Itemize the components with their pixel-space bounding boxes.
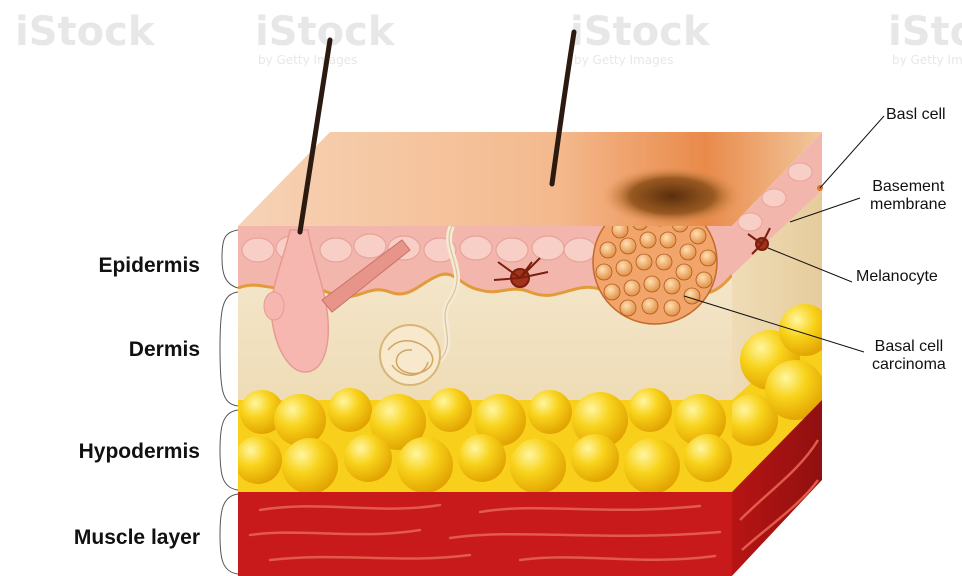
label-hypodermis: Hypodermis: [0, 440, 200, 464]
label-epidermis: Epidermis: [0, 254, 200, 278]
callout-bcc-line2: carcinoma: [872, 356, 946, 373]
callout-basement-membrane: Basement membrane: [870, 178, 946, 214]
callout-basal-cell: Basl cell: [886, 106, 946, 124]
callout-melanocyte: Melanocyte: [856, 268, 938, 286]
layer-brackets: [220, 230, 238, 574]
watermark-text: iStock: [570, 9, 711, 55]
callout-basal-cell-carcinoma: Basal cell carcinoma: [872, 338, 946, 374]
callout-basement-line2: membrane: [870, 196, 946, 213]
watermark-group: iStock iStock by Getty Images iStock by …: [15, 9, 962, 67]
watermark-text: iStock: [888, 9, 962, 55]
callout-basement-line1: Basement: [872, 178, 944, 195]
fat-cells: [234, 388, 732, 494]
watermark-text: by Getty Images: [892, 53, 962, 67]
callout-bcc-line1: Basal cell: [875, 338, 943, 355]
watermark-text: iStock: [15, 9, 156, 55]
skin-surface-top: [238, 132, 822, 226]
label-dermis: Dermis: [0, 338, 200, 362]
label-muscle-layer: Muscle layer: [0, 526, 200, 550]
watermark-text: by Getty Images: [258, 53, 357, 67]
watermark-text: by Getty Images: [574, 53, 673, 67]
sebaceous-gland: [264, 292, 284, 320]
melanoma-lesion: [602, 166, 742, 226]
watermark-text: iStock: [255, 9, 396, 55]
